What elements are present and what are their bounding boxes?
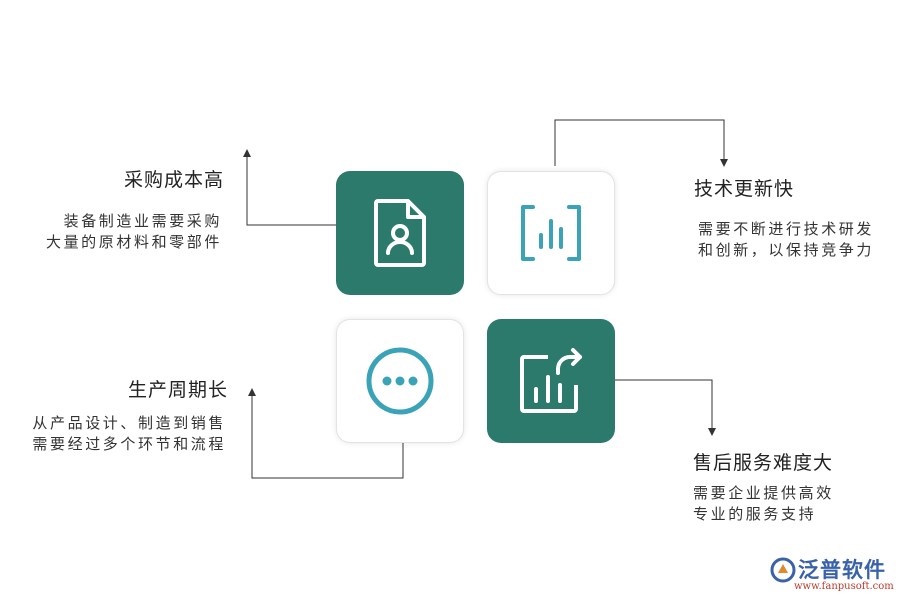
document-user-icon bbox=[374, 199, 426, 267]
logo-name: 泛普软件 bbox=[798, 558, 886, 582]
brand-logo: 泛普软件 www.fanpusoft.com bbox=[770, 554, 895, 596]
item-3-title: 生产周期长 bbox=[127, 379, 228, 401]
item-3-line-2: 需要经过多个环节和流程 bbox=[32, 435, 226, 453]
connector-1 bbox=[243, 149, 336, 226]
item-4-description: 需要企业提供高效 专业的服务支持 bbox=[693, 483, 834, 525]
item-3-line-1: 从产品设计、制造到销售 bbox=[32, 414, 226, 432]
tile-tech bbox=[487, 171, 615, 295]
logo-mark-icon bbox=[770, 557, 796, 583]
item-4-title: 售后服务难度大 bbox=[693, 452, 834, 474]
tile-service bbox=[487, 319, 615, 443]
item-2-line-1: 需要不断进行技术研发 bbox=[698, 220, 875, 238]
more-dots-icon bbox=[366, 347, 434, 415]
item-2-line-2: 和创新，以保持竞争力 bbox=[698, 241, 875, 259]
bar-chart-icon bbox=[521, 205, 581, 261]
item-1-description: 装备制造业需要采购 大量的原材料和零部件 bbox=[46, 211, 222, 253]
item-1-line-2: 大量的原材料和零部件 bbox=[45, 233, 222, 251]
item-4-line-1: 需要企业提供高效 bbox=[693, 484, 834, 502]
connector-4 bbox=[614, 379, 716, 436]
connector-2 bbox=[554, 119, 728, 167]
item-3-description: 从产品设计、制造到销售 需要经过多个环节和流程 bbox=[32, 413, 226, 455]
tile-procurement bbox=[336, 171, 464, 295]
item-1-title: 采购成本高 bbox=[123, 169, 224, 191]
item-4-line-2: 专业的服务支持 bbox=[693, 505, 817, 523]
tile-cycle bbox=[336, 319, 464, 443]
logo-url: www.fanpusoft.com bbox=[794, 581, 894, 592]
item-2-description: 需要不断进行技术研发 和创新，以保持竞争力 bbox=[698, 219, 874, 261]
item-2-title: 技术更新快 bbox=[694, 178, 795, 200]
item-1-line-1: 装备制造业需要采购 bbox=[63, 212, 222, 230]
connector-3 bbox=[248, 388, 404, 479]
chart-export-icon bbox=[520, 348, 582, 413]
